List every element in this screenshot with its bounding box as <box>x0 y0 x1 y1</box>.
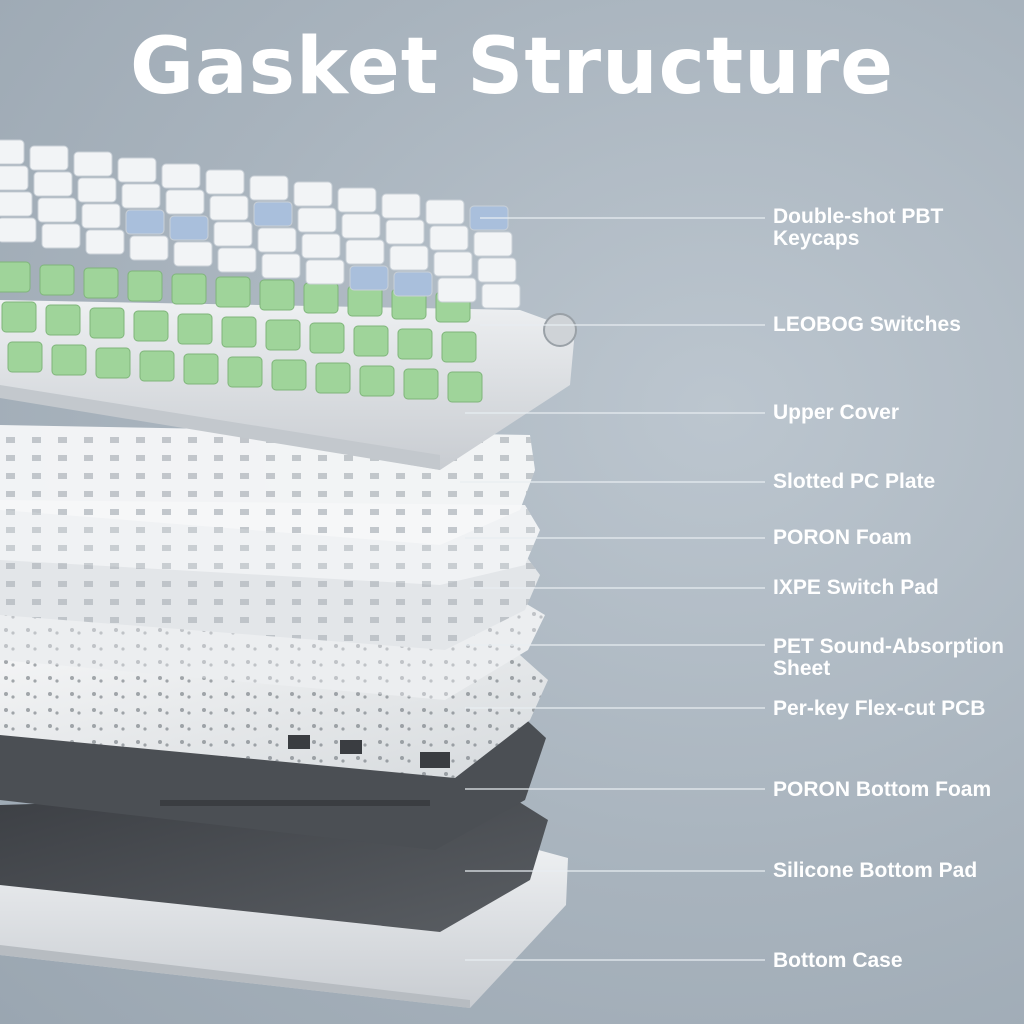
keycap <box>393 271 433 297</box>
label-poron-foam: PORON Foam <box>773 526 912 549</box>
keycap <box>121 183 161 209</box>
switch-unit <box>265 319 301 351</box>
switch-unit <box>309 322 345 354</box>
keycap <box>37 197 77 223</box>
switch-unit <box>51 344 87 376</box>
keycap <box>257 227 297 253</box>
label-pcb: Per-key Flex-cut PCB <box>773 697 986 720</box>
keycap <box>381 193 421 219</box>
keycap <box>0 191 33 217</box>
keycap <box>477 257 517 283</box>
switch-unit <box>1 301 37 333</box>
switch-unit <box>95 347 131 379</box>
switch-unit <box>133 310 169 342</box>
switch-unit <box>171 273 207 305</box>
switch-unit <box>397 328 433 360</box>
switch-unit <box>183 353 219 385</box>
switch-unit <box>89 307 125 339</box>
keycap <box>169 215 209 241</box>
switch-unit <box>359 365 395 397</box>
keycap <box>209 195 249 221</box>
keycap <box>85 229 125 255</box>
keycap <box>345 239 385 265</box>
label-pc-plate: Slotted PC Plate <box>773 470 936 493</box>
switch-unit <box>7 341 43 373</box>
label-bottom-case: Bottom Case <box>773 949 903 972</box>
keycap <box>161 163 201 189</box>
switch-unit <box>83 267 119 299</box>
keycap <box>429 225 469 251</box>
keycap <box>125 209 165 235</box>
switch-unit <box>315 362 351 394</box>
keycap <box>297 207 337 233</box>
keycap <box>33 171 73 197</box>
keycap <box>73 151 113 177</box>
switch-unit <box>441 331 477 363</box>
keycap <box>481 283 521 309</box>
page-title: Gasket Structure <box>129 22 895 112</box>
keycap <box>473 231 513 257</box>
keycap <box>305 259 345 285</box>
keycap <box>249 175 289 201</box>
keycap <box>349 265 389 291</box>
switch-unit <box>303 282 339 314</box>
keycaps-illustration <box>0 139 521 309</box>
switches-illustration <box>0 261 483 403</box>
keycap <box>385 219 425 245</box>
keycap <box>77 177 117 203</box>
switch-unit <box>227 356 263 388</box>
switch-unit <box>177 313 213 345</box>
keycap <box>81 203 121 229</box>
keycap <box>117 157 157 183</box>
keycap <box>437 277 477 303</box>
keycap <box>301 233 341 259</box>
leader-lines <box>460 217 765 961</box>
keycap <box>129 235 169 261</box>
label-ixpe-pad: IXPE Switch Pad <box>773 576 939 599</box>
switch-unit <box>139 350 175 382</box>
keycap <box>0 217 37 243</box>
label-pet-sheet: PET Sound-Absorption Sheet <box>773 635 1004 680</box>
keycap <box>29 145 69 171</box>
label-keycaps: Double-shot PBT Keycaps <box>773 205 944 250</box>
keycap <box>253 201 293 227</box>
switch-unit <box>353 325 389 357</box>
keycap <box>293 181 333 207</box>
switch-unit <box>0 261 31 293</box>
keycap <box>213 221 253 247</box>
keycap <box>261 253 301 279</box>
label-silicone-pad: Silicone Bottom Pad <box>773 859 978 882</box>
keycap <box>41 223 81 249</box>
switch-unit <box>447 371 483 403</box>
keycap <box>205 169 245 195</box>
switch-unit <box>221 316 257 348</box>
switch-unit <box>39 264 75 296</box>
keycap <box>173 241 213 267</box>
switch-unit <box>45 304 81 336</box>
switch-unit <box>127 270 163 302</box>
switch-unit <box>259 279 295 311</box>
keycap <box>165 189 205 215</box>
switch-unit <box>215 276 251 308</box>
keycap <box>433 251 473 277</box>
keycap <box>389 245 429 271</box>
switch-unit <box>403 368 439 400</box>
keycap <box>0 139 25 165</box>
label-switches: LEOBOG Switches <box>773 313 961 336</box>
keycap <box>217 247 257 273</box>
label-bottom-foam: PORON Bottom Foam <box>773 778 992 801</box>
label-upper-cover: Upper Cover <box>773 401 900 424</box>
keycap <box>425 199 465 225</box>
keycap <box>0 165 29 191</box>
switch-unit <box>271 359 307 391</box>
keycap <box>341 213 381 239</box>
keycap <box>337 187 377 213</box>
